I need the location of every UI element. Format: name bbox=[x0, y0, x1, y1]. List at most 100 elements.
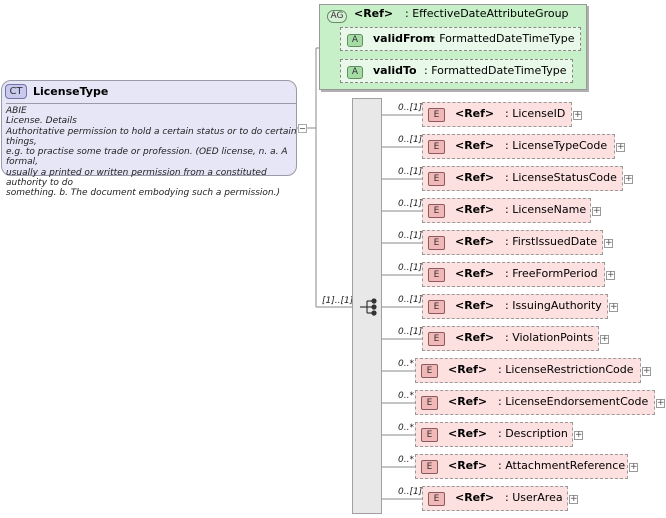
element-badge-label: E bbox=[428, 268, 445, 282]
ct-badge-label: CT bbox=[5, 84, 27, 99]
element-cardinality: 0..[1] bbox=[398, 263, 423, 273]
element-name: : LicenseEndorsementCode bbox=[498, 395, 649, 408]
element-ref: <Ref> bbox=[448, 427, 488, 440]
attribute-name: validFrom bbox=[373, 32, 435, 45]
element-name: : UserArea bbox=[505, 491, 563, 504]
element-license-name[interactable] bbox=[422, 198, 591, 223]
element-ref: <Ref> bbox=[455, 491, 495, 504]
element-badge: E bbox=[421, 395, 438, 410]
attribute-badge-label: A bbox=[347, 66, 363, 79]
element-cardinality: 0..[1] bbox=[398, 487, 423, 497]
element-cardinality: 0..* bbox=[398, 391, 414, 401]
element-name: : ViolationPoints bbox=[505, 331, 594, 344]
expand-icon[interactable]: + bbox=[629, 462, 638, 472]
element-name: : FreeFormPeriod bbox=[505, 267, 598, 280]
element-license-id[interactable] bbox=[422, 102, 572, 127]
element-badge: E bbox=[428, 107, 445, 122]
complex-type-documentation: ABIE License. Details Authoritative perm… bbox=[6, 106, 298, 199]
element-badge: E bbox=[428, 299, 445, 314]
element-cardinality: 0..[1] bbox=[398, 295, 423, 305]
element-badge: E bbox=[428, 203, 445, 218]
complex-type-badge: CT bbox=[5, 84, 27, 99]
element-name: : LicenseRestrictionCode bbox=[498, 363, 634, 376]
attribute-type: : FormattedDateTimeType bbox=[424, 64, 567, 77]
element-violation-points[interactable] bbox=[422, 326, 599, 351]
element-ref: <Ref> bbox=[455, 331, 495, 344]
expand-icon[interactable]: + bbox=[573, 110, 582, 120]
element-license-type-code[interactable] bbox=[422, 134, 615, 159]
expand-icon[interactable]: + bbox=[604, 238, 613, 248]
element-badge: E bbox=[428, 267, 445, 282]
element-cardinality: 0..[1] bbox=[398, 327, 423, 337]
element-cardinality: 0..* bbox=[398, 455, 414, 465]
expand-icon[interactable]: + bbox=[592, 206, 601, 216]
complex-type-box[interactable] bbox=[1, 80, 297, 176]
expand-icon[interactable]: + bbox=[606, 270, 615, 280]
element-ref: <Ref> bbox=[455, 171, 495, 184]
expand-icon[interactable]: + bbox=[609, 302, 618, 312]
attribute-badge: A bbox=[347, 64, 363, 79]
element-badge-label: E bbox=[428, 140, 445, 154]
expand-icon[interactable]: + bbox=[624, 174, 633, 184]
attribute-badge: A bbox=[347, 32, 363, 47]
element-license-status-code[interactable] bbox=[422, 166, 623, 191]
element-ref: <Ref> bbox=[448, 363, 488, 376]
element-badge-label: E bbox=[428, 204, 445, 218]
element-cardinality: 0..[1] bbox=[398, 167, 423, 177]
element-name: : LicenseTypeCode bbox=[505, 139, 608, 152]
expand-icon[interactable]: + bbox=[642, 366, 651, 376]
element-badge-label: E bbox=[421, 460, 438, 474]
element-issuing-authority[interactable] bbox=[422, 294, 608, 319]
element-badge: E bbox=[421, 459, 438, 474]
attribute-group-ref: <Ref> bbox=[354, 7, 394, 20]
expand-icon[interactable]: + bbox=[616, 142, 625, 152]
doc-line: License. Details bbox=[6, 116, 77, 127]
doc-line: Authoritative permission to hold a certa… bbox=[6, 126, 297, 147]
element-cardinality: 0..* bbox=[398, 423, 414, 433]
sequence-icon bbox=[360, 298, 377, 316]
element-name: : IssuingAuthority bbox=[505, 299, 602, 312]
element-badge-label: E bbox=[428, 172, 445, 186]
attribute-type: : FormattedDateTimeType bbox=[432, 32, 575, 45]
attribute-badge-label: A bbox=[347, 34, 363, 47]
element-cardinality: 0..[1] bbox=[398, 199, 423, 209]
element-name: : LicenseName bbox=[505, 203, 587, 216]
element-first-issued-date[interactable] bbox=[422, 230, 603, 255]
collapse-icon[interactable] bbox=[298, 124, 307, 133]
element-ref: <Ref> bbox=[455, 299, 495, 312]
expand-icon[interactable]: + bbox=[600, 334, 609, 344]
element-ref: <Ref> bbox=[455, 107, 495, 120]
element-description[interactable] bbox=[415, 422, 573, 447]
doc-line: usually a printed or written permission … bbox=[6, 167, 267, 189]
element-free-form-period[interactable] bbox=[422, 262, 605, 287]
element-ref: <Ref> bbox=[448, 459, 488, 472]
element-ref: <Ref> bbox=[455, 235, 495, 248]
element-cardinality: 0..[1] bbox=[398, 103, 423, 113]
element-name: : AttachmentReference bbox=[498, 459, 626, 472]
element-attachment-reference[interactable] bbox=[415, 454, 628, 479]
element-badge-label: E bbox=[428, 492, 445, 506]
expand-icon[interactable]: + bbox=[569, 494, 578, 504]
element-badge-label: E bbox=[421, 396, 438, 410]
element-badge: E bbox=[428, 139, 445, 154]
complex-type-name: LicenseType bbox=[33, 85, 109, 98]
attribute-group-name: : EffectiveDateAttributeGroup bbox=[405, 7, 569, 20]
element-ref: <Ref> bbox=[455, 139, 495, 152]
element-badge: E bbox=[428, 491, 445, 506]
element-ref: <Ref> bbox=[455, 203, 495, 216]
element-name: : FirstIssuedDate bbox=[505, 235, 598, 248]
element-badge: E bbox=[428, 171, 445, 186]
expand-icon[interactable]: + bbox=[574, 430, 583, 440]
attribute-valid-to[interactable] bbox=[340, 59, 573, 83]
element-name: : Description bbox=[498, 427, 568, 440]
expand-icon[interactable]: + bbox=[656, 398, 665, 408]
element-badge: E bbox=[428, 331, 445, 346]
element-license-restriction-code[interactable] bbox=[415, 358, 641, 383]
element-badge-label: E bbox=[428, 332, 445, 346]
element-badge: E bbox=[428, 235, 445, 250]
element-badge-label: E bbox=[421, 364, 438, 378]
attribute-name: validTo bbox=[373, 64, 417, 77]
element-user-area[interactable] bbox=[422, 486, 568, 511]
element-license-endorsement-code[interactable] bbox=[415, 390, 655, 415]
attribute-valid-from[interactable] bbox=[340, 27, 581, 51]
